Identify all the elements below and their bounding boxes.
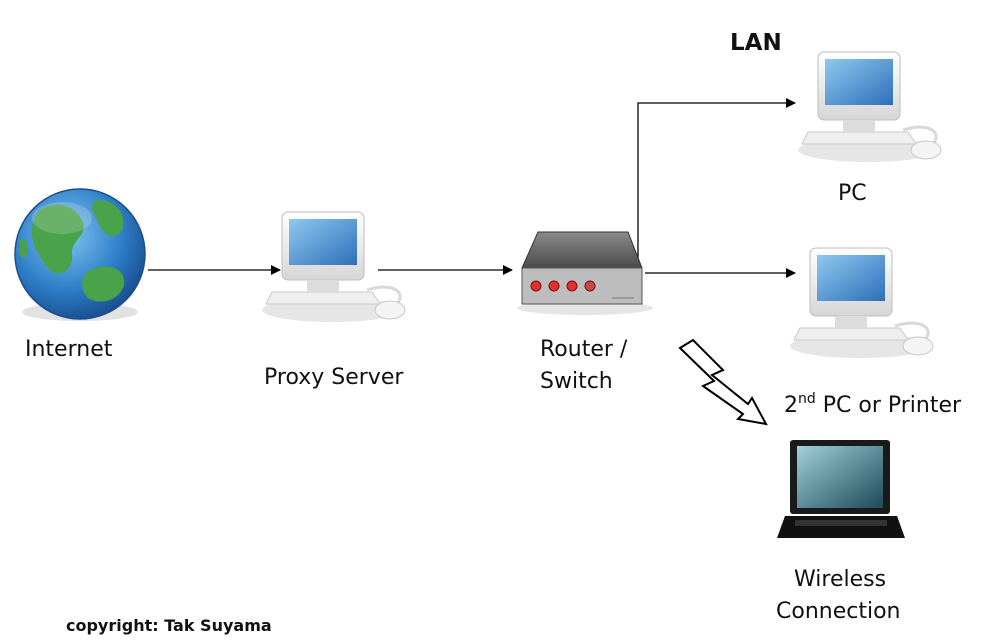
copyright-text: copyright: Tak Suyama: [66, 616, 272, 635]
proxy-server-icon: [260, 210, 407, 324]
lan-label: LAN: [730, 30, 782, 56]
second-pc-icon: [788, 246, 935, 360]
router-label-line1: Router /: [540, 337, 628, 362]
pc-icon: [796, 50, 943, 164]
laptop-icon: [777, 440, 905, 538]
router-to-pc-arrow: [637, 98, 796, 262]
wireless-signal-icon: [678, 338, 768, 426]
wireless-label-line2: Connection: [776, 599, 900, 624]
second-pc-ordinal: 2: [784, 393, 798, 418]
proxy-server-label: Proxy Server: [264, 365, 404, 390]
pc-label: PC: [838, 181, 867, 206]
second-pc-label-rest: PC or Printer: [816, 393, 962, 418]
router-label-line2: Switch: [540, 369, 613, 394]
globe-icon: [14, 188, 146, 321]
internet-label: Internet: [25, 337, 113, 362]
second-pc-ordinal-suffix: nd: [798, 391, 816, 407]
router-icon: [517, 231, 653, 315]
second-pc-label: 2nd PC or Printer: [784, 391, 962, 418]
wireless-label-line1: Wireless: [794, 567, 886, 592]
